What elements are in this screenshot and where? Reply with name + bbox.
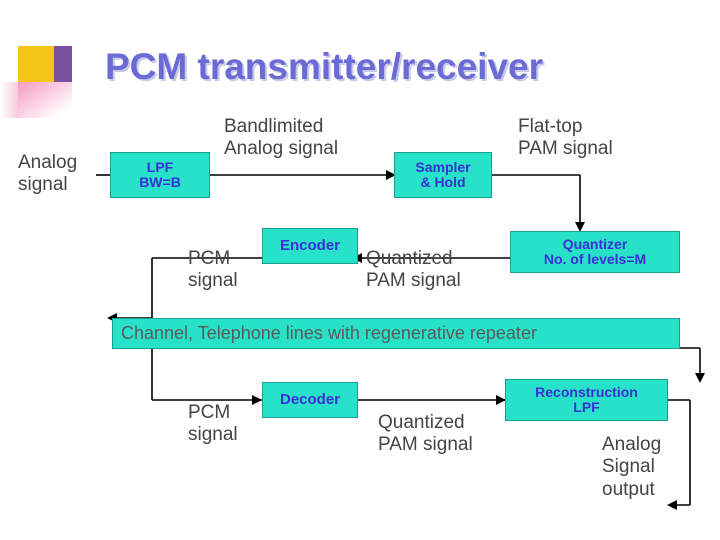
- block-lpf: LPF BW=B: [110, 152, 210, 198]
- label-pcm-signal-rx: PCM signal: [188, 402, 238, 446]
- label-quantized-pam-rx: Quantized PAM signal: [378, 412, 473, 456]
- block-lpf-label: LPF BW=B: [139, 158, 181, 190]
- decor-square-yellow: [18, 46, 54, 82]
- block-sampler-hold: Sampler & Hold: [394, 152, 492, 198]
- block-channel: Channel, Telephone lines with regenerati…: [112, 318, 680, 349]
- block-reconstruction-lpf: Reconstruction LPF: [505, 379, 668, 421]
- decor-square-purple: [54, 46, 72, 82]
- page-title: PCM transmitter/receiver: [105, 46, 544, 87]
- decor-pink-fade: [18, 82, 72, 118]
- label-quantized-pam-tx: Quantized PAM signal: [366, 248, 461, 292]
- label-analog-signal-input: Analog signal: [18, 152, 78, 196]
- label-pcm-signal-tx: PCM signal: [188, 248, 238, 292]
- label-bandlimited-analog-signal: Bandlimited Analog signal: [224, 116, 339, 160]
- block-quantizer-label: Quantizer No. of levels=M: [543, 235, 647, 267]
- block-channel-label: Channel, Telephone lines with regenerati…: [121, 323, 537, 343]
- block-decoder: Decoder: [262, 382, 358, 418]
- block-sampler-hold-label: Sampler & Hold: [415, 158, 471, 190]
- label-flat-top-pam: Flat-top PAM signal: [518, 116, 613, 160]
- block-reconstruction-lpf-label: Reconstruction LPF: [535, 383, 638, 415]
- block-decoder-label: Decoder: [279, 390, 341, 408]
- block-encoder-label: Encoder: [279, 236, 340, 254]
- block-quantizer: Quantizer No. of levels=M: [510, 231, 680, 273]
- label-analog-signal-output: Analog Signal output: [602, 434, 662, 500]
- block-encoder: Encoder: [262, 228, 358, 264]
